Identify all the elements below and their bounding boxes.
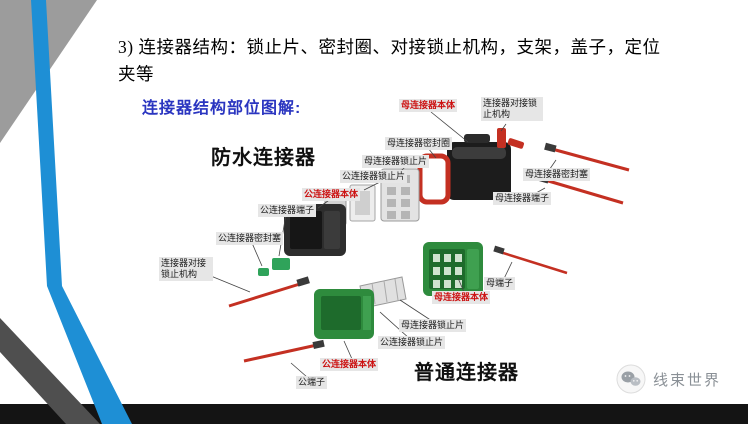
label-mating-lock-mechanism-left: 连接器对接锁止机构 bbox=[159, 257, 213, 281]
slide-title-line1: 3) 连接器结构：锁止片、密封圈、对接锁止机构，支架，盖子，定位 bbox=[118, 37, 661, 57]
label-male-terminal: 公端子 bbox=[296, 376, 328, 389]
label-female-connector-lock-plate-bottom: 母连接器锁止片 bbox=[399, 319, 467, 332]
wechat-icon bbox=[616, 364, 646, 394]
blue-diagonal-stripe bbox=[31, 0, 132, 424]
section-heading: 连接器结构部位图解: bbox=[142, 100, 302, 117]
slide-title: 3) 连接器结构：锁止片、密封圈、对接锁止机构，支架，盖子，定位 夹等 bbox=[118, 34, 730, 88]
label-female-connector-seal-plug: 母连接器密封塞 bbox=[523, 168, 591, 181]
label-mating-lock-mechanism-top: 连接器对接锁止机构 bbox=[481, 97, 543, 121]
label-female-connector-lock-plate-top: 母连接器锁止片 bbox=[362, 155, 430, 168]
label-male-connector-lock-plate-bottom: 公连接器锁止片 bbox=[378, 336, 446, 349]
label-female-connector-seal-ring: 母连接器密封圈 bbox=[385, 137, 453, 150]
normal-connector-heading: 普通连接器 bbox=[414, 362, 519, 384]
bottom-left-gray-stripe bbox=[0, 318, 100, 424]
label-female-terminal: 母端子 bbox=[484, 277, 516, 290]
label-male-connector-terminal: 公连接器端子 bbox=[258, 204, 317, 217]
label-male-connector-body-bottom: 公连接器本体 bbox=[320, 358, 379, 371]
bottom-black-bar bbox=[0, 404, 748, 424]
watermark: 线束世界 bbox=[616, 364, 721, 394]
watermark-text: 线束世界 bbox=[653, 371, 722, 389]
label-female-connector-terminal: 母连接器端子 bbox=[493, 192, 552, 205]
label-female-connector-body-top: 母连接器本体 bbox=[399, 99, 458, 112]
label-male-connector-lock-plate-top: 公连接器锁止片 bbox=[340, 170, 408, 183]
label-male-connector-body-top: 公连接器本体 bbox=[302, 188, 361, 201]
slide-title-line2: 夹等 bbox=[118, 64, 154, 84]
normal-connector-graphic bbox=[243, 242, 568, 363]
label-male-connector-seal-plug: 公连接器密封塞 bbox=[216, 232, 284, 245]
waterproof-connector-heading: 防水连接器 bbox=[211, 147, 316, 169]
label-female-connector-body-bottom: 母连接器本体 bbox=[432, 291, 491, 304]
